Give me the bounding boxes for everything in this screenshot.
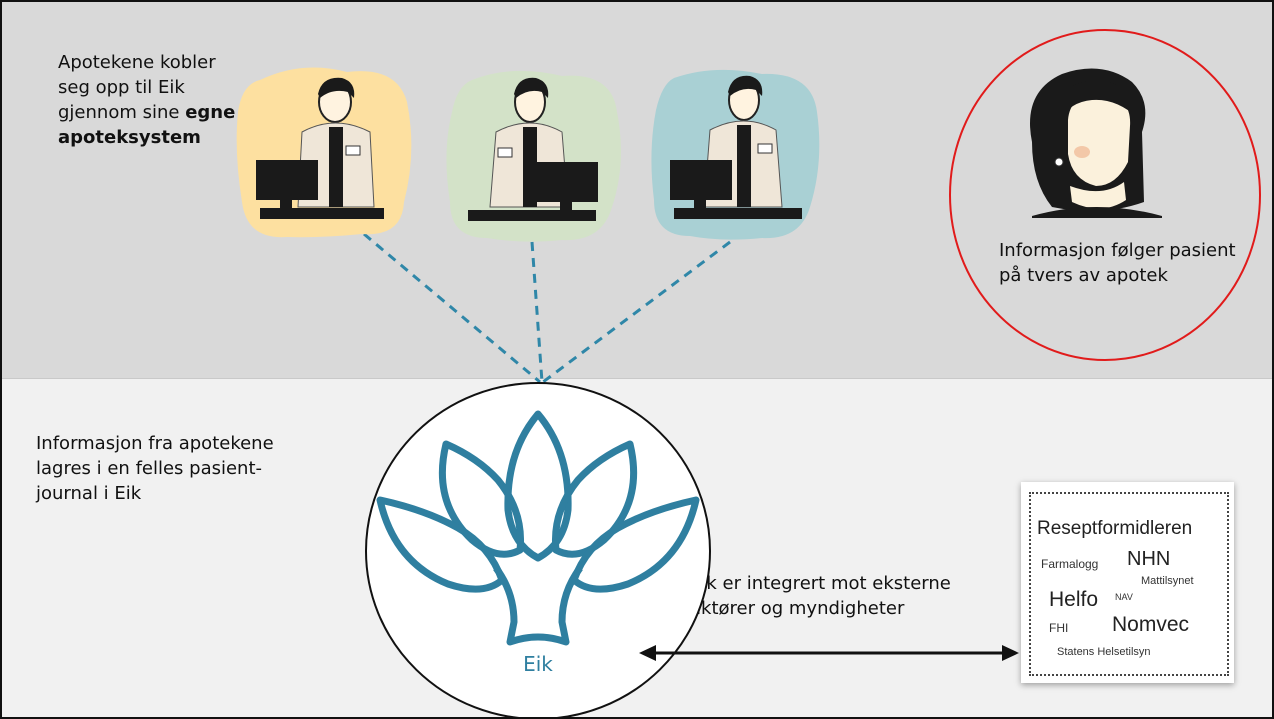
word-nhn: NHN xyxy=(1127,548,1171,570)
pharmacist-illustration-1 xyxy=(236,67,412,238)
pharmacy-connection-text: Apotekene kobler seg opp til Eik gjennom… xyxy=(58,52,236,148)
patient-circle xyxy=(949,29,1261,361)
external-actors-wordcloud: Reseptformidleren Farmalogg NHN Mattilsy… xyxy=(1021,482,1234,683)
eik-tree-logo xyxy=(376,410,700,646)
patient-info-text: Informasjon følger pasient på tvers av a… xyxy=(999,240,1236,286)
word-helfo: Helfo xyxy=(1049,588,1099,611)
word-nomvec: Nomvec xyxy=(1112,613,1190,636)
integration-text: Eik er integrert mot eksterne aktører og… xyxy=(690,573,951,619)
connection-line-1 xyxy=(363,232,541,384)
patient-avatar-illustration xyxy=(1030,68,1162,218)
word-statens-helsetilsyn: Statens Helsetilsyn xyxy=(1057,646,1151,658)
word-mattilsynet: Mattilsynet xyxy=(1141,575,1194,587)
word-farmalogg: Farmalogg xyxy=(1041,557,1099,571)
eik-circle xyxy=(365,382,711,717)
pharmacist-illustration-2 xyxy=(446,70,621,242)
eik-label: Eik xyxy=(523,652,553,676)
pharmacist-illustration-3 xyxy=(651,69,820,240)
word-nav: NAV xyxy=(1115,592,1133,602)
shared-journal-text: Informasjon fra apotekene lagres i en fe… xyxy=(36,433,274,504)
integration-arrow xyxy=(639,645,1019,661)
connection-line-3 xyxy=(542,240,731,384)
word-fhi: FHI xyxy=(1049,621,1069,635)
pharmacy-connection-lines xyxy=(363,232,731,384)
connection-line-2 xyxy=(530,241,544,383)
word-reseptformidleren: Reseptformidleren xyxy=(1037,518,1193,539)
